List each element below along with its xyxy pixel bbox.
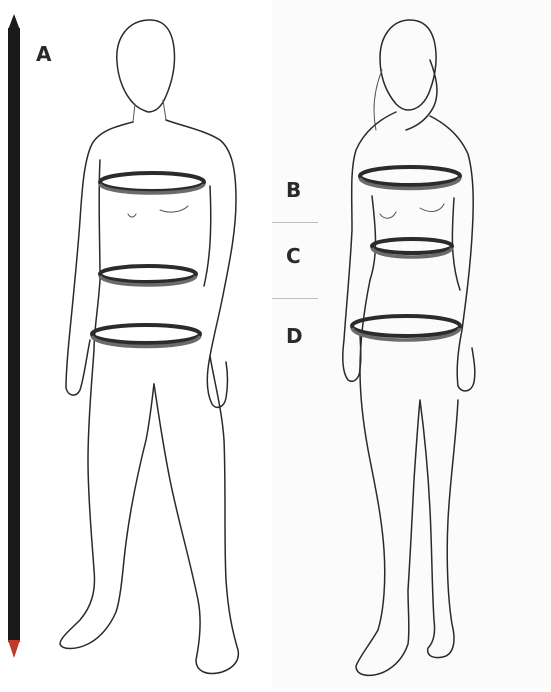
male-right-leg [154,356,238,674]
male-chest-ring-back [100,173,204,191]
male-hip-ring-back [92,325,200,343]
male-neck-right [163,100,166,120]
background-panel [272,0,551,688]
height-arrow-bottom [8,640,20,658]
male-waist-ring-back [100,266,196,282]
separator-chest-waist [272,222,318,223]
separator-waist-hip [272,298,318,299]
height-label: A [36,44,51,64]
hip-label: D [286,326,303,346]
height-bar [8,28,20,642]
male-nipple-detail [128,214,136,217]
male-figure [60,20,238,674]
male-neck-left [133,104,135,122]
male-torso-right [204,186,211,286]
male-chest-detail [160,206,188,212]
waist-label: C [286,246,301,266]
chest-label: B [286,180,301,200]
height-arrow-top [8,14,20,30]
height-arrow [8,14,20,658]
male-right-arm [166,120,236,407]
male-head [117,20,175,112]
male-left-leg [60,160,154,649]
